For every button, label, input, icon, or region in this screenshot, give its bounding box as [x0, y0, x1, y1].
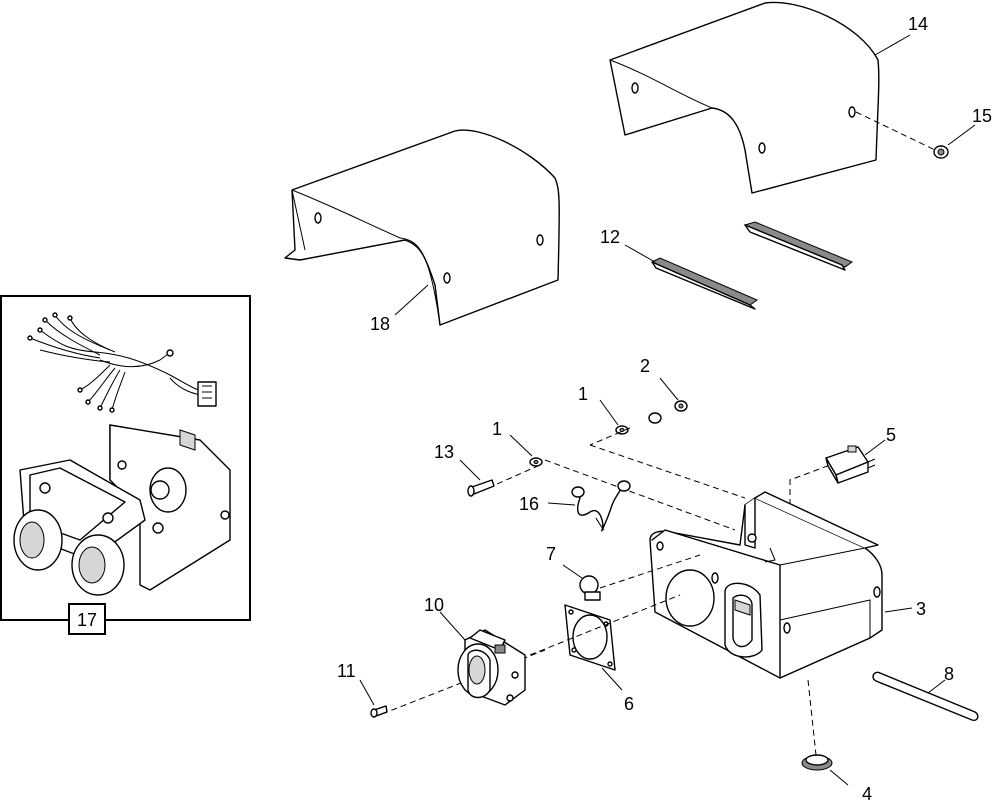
part-13-bolt — [467, 479, 495, 497]
callout-1-lower: 1 — [492, 419, 502, 439]
callout-4: 4 — [862, 784, 872, 804]
callout-17: 17 — [77, 610, 97, 630]
part-10-socket — [457, 629, 526, 706]
assembled-socket-box — [13, 424, 231, 596]
part-7-plug — [579, 575, 601, 601]
part-15-screw — [933, 145, 949, 159]
callout-2: 2 — [640, 356, 650, 376]
callout-13: 13 — [434, 442, 454, 462]
callout-box-17 — [68, 603, 106, 635]
part-1-washer-lower — [529, 457, 543, 467]
part-4-grommet — [801, 754, 833, 771]
part-3-box — [649, 491, 883, 679]
callout-6: 6 — [624, 694, 634, 714]
callout-3: 3 — [916, 599, 926, 619]
callout-18: 18 — [370, 314, 390, 334]
part-18-cover — [284, 129, 560, 326]
callout-12: 12 — [600, 227, 620, 247]
part-11-screw — [370, 705, 388, 718]
inset-assembly-17: 17 — [0, 295, 251, 635]
wiring-harness — [27, 312, 217, 413]
part-1-washer-upper — [615, 425, 629, 435]
callout-7: 7 — [546, 544, 556, 564]
part-14-cover — [609, 1, 880, 194]
callout-1-upper: 1 — [578, 384, 588, 404]
part-6-gasket — [564, 604, 616, 671]
callout-11: 11 — [337, 661, 356, 681]
part-5-breaker — [825, 445, 876, 484]
callout-14: 14 — [908, 14, 928, 34]
callout-8: 8 — [944, 664, 954, 684]
callout-16: 16 — [519, 494, 539, 514]
part-8-rod — [872, 671, 979, 722]
callout-10: 10 — [424, 595, 444, 615]
part-16-ground-strap — [571, 480, 631, 532]
part-2-nut — [648, 400, 688, 424]
callout-15: 15 — [972, 106, 992, 126]
callout-5: 5 — [886, 425, 896, 445]
part-12-strips — [650, 221, 854, 310]
